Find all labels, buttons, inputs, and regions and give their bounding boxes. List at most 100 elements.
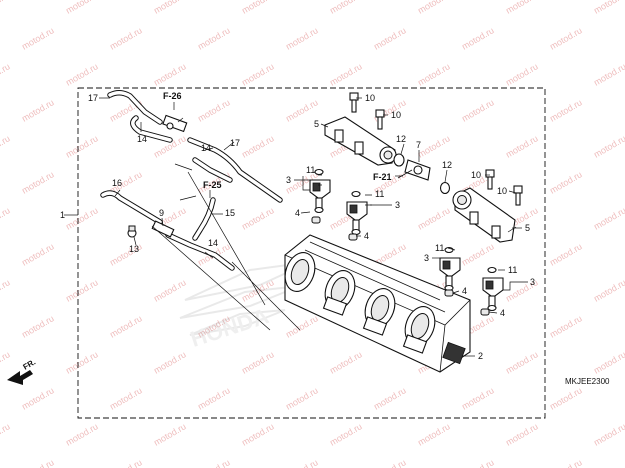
bolt-13 bbox=[127, 225, 137, 238]
watermark-text: motod.ru bbox=[196, 457, 232, 468]
fuel-rail-left bbox=[324, 116, 397, 166]
hose-clamp-9 bbox=[151, 220, 175, 238]
watermark-text: motod.ru bbox=[460, 385, 496, 411]
watermark-text: motod.ru bbox=[108, 25, 144, 51]
watermark-text: motod.ru bbox=[108, 457, 144, 468]
watermark-text: motod.ru bbox=[284, 457, 320, 468]
fuel-injector-a bbox=[309, 168, 331, 214]
watermark-text: motod.ru bbox=[0, 133, 12, 159]
watermark-text: motod.ru bbox=[592, 0, 625, 16]
watermark-text: motod.ru bbox=[20, 25, 56, 51]
callout-14a: 14 bbox=[137, 134, 147, 144]
watermark-text: motod.ru bbox=[196, 97, 232, 123]
fuel-hose-15 bbox=[192, 197, 216, 241]
callout-14b: 14 bbox=[201, 143, 211, 153]
watermark-text: motod.ru bbox=[592, 349, 625, 375]
bolt-10-b bbox=[375, 109, 385, 130]
watermark-text: motod.ru bbox=[372, 385, 408, 411]
watermark-text: motod.ru bbox=[416, 0, 452, 16]
o-ring-12-a bbox=[393, 153, 405, 167]
watermark-text: motod.ru bbox=[504, 0, 540, 16]
watermark-text: motod.ru bbox=[64, 61, 100, 87]
callout-2: 2 bbox=[478, 351, 483, 361]
watermark-text: motod.ru bbox=[284, 313, 320, 339]
fuel-hose-17-long bbox=[187, 137, 283, 203]
diagram-code: MKJEE2300 bbox=[565, 377, 610, 386]
watermark-text: motod.ru bbox=[0, 349, 12, 375]
callout-16: 16 bbox=[112, 178, 122, 188]
callout-7: 7 bbox=[416, 140, 421, 150]
watermark-text: motod.ru bbox=[0, 0, 12, 16]
watermark-text: motod.ru bbox=[548, 25, 584, 51]
callout-10b: 10 bbox=[391, 110, 401, 120]
fuel-rail-right bbox=[452, 187, 516, 243]
watermark-text: motod.ru bbox=[548, 169, 584, 195]
hose-clamp-8 bbox=[162, 114, 188, 133]
front-direction-indicator: FR. bbox=[7, 357, 37, 385]
fuel-hose-14-upper bbox=[130, 115, 173, 143]
watermark-text: motod.ru bbox=[592, 133, 625, 159]
callout-9: 9 bbox=[159, 208, 164, 218]
watermark-text: motod.ru bbox=[152, 277, 188, 303]
watermark-text: motod.ru bbox=[108, 313, 144, 339]
watermark-text: motod.ru bbox=[460, 97, 496, 123]
bolt-10-d bbox=[513, 185, 523, 206]
watermark-text: motod.ru bbox=[548, 97, 584, 123]
reference-f25: F-25 bbox=[203, 180, 222, 190]
leader-lines bbox=[64, 97, 528, 357]
watermark-text: motod.ru bbox=[196, 385, 232, 411]
callout-10d: 10 bbox=[497, 186, 507, 196]
watermark-text: motod.ru bbox=[284, 385, 320, 411]
watermark-text: motod.ru bbox=[504, 61, 540, 87]
watermark-text: motod.ru bbox=[460, 241, 496, 267]
watermark-text: motod.ru bbox=[548, 241, 584, 267]
watermark-text: motod.ru bbox=[548, 457, 584, 468]
watermark-text: motod.ru bbox=[64, 205, 100, 231]
callout-4b: 4 bbox=[364, 231, 369, 241]
callout-12a: 12 bbox=[396, 134, 406, 144]
bolt-10-c bbox=[485, 169, 495, 190]
watermark-text: motod.ru bbox=[548, 313, 584, 339]
fuel-hose-17-upper bbox=[107, 90, 163, 125]
callout-3c: 3 bbox=[424, 253, 429, 263]
callout-1: 1 bbox=[60, 210, 65, 220]
watermark-text: motod.ru bbox=[240, 61, 276, 87]
reference-f21: F-21 bbox=[373, 172, 392, 182]
reference-f26: F-26 bbox=[163, 91, 182, 101]
watermark-text: motod.ru bbox=[416, 421, 452, 447]
watermark-text: motod.ru bbox=[64, 421, 100, 447]
callout-5b: 5 bbox=[525, 223, 530, 233]
reference-arrows bbox=[173, 102, 403, 198]
watermark-text: motod.ru bbox=[152, 0, 188, 16]
watermark-text: motod.ru bbox=[0, 277, 12, 303]
callout-11b: 11 bbox=[375, 189, 384, 199]
watermark-text: motod.ru bbox=[20, 241, 56, 267]
watermark-text: motod.ru bbox=[64, 133, 100, 159]
watermark-text: motod.ru bbox=[328, 0, 364, 16]
watermark-text: motod.ru bbox=[504, 421, 540, 447]
watermark-text: motod.ru bbox=[240, 205, 276, 231]
watermark-text: motod.ru bbox=[592, 421, 625, 447]
fuel-hose-14-middle bbox=[192, 157, 233, 183]
callout-4d: 4 bbox=[500, 308, 505, 318]
callout-3a: 3 bbox=[286, 175, 291, 185]
seal-4-d bbox=[480, 308, 490, 316]
seal-4-c bbox=[444, 289, 454, 297]
watermark-text: motod.ru bbox=[64, 277, 100, 303]
callout-3d: 3 bbox=[530, 277, 535, 287]
watermark-text: motod.ru bbox=[504, 133, 540, 159]
watermark-text: motod.ru bbox=[416, 133, 452, 159]
fuel-injector-d bbox=[482, 266, 504, 312]
watermark-text: motod.ru bbox=[548, 385, 584, 411]
fuel-joint-7 bbox=[397, 159, 431, 181]
seal-4-a bbox=[311, 216, 321, 224]
callout-17b: 17 bbox=[230, 138, 240, 148]
watermark-text: motod.ru bbox=[152, 349, 188, 375]
watermark-text: motod.ru bbox=[0, 205, 12, 231]
watermark-text: motod.ru bbox=[20, 169, 56, 195]
callout-4a: 4 bbox=[295, 208, 300, 218]
fuel-injector-b bbox=[346, 190, 368, 236]
callout-5a: 5 bbox=[314, 119, 319, 129]
